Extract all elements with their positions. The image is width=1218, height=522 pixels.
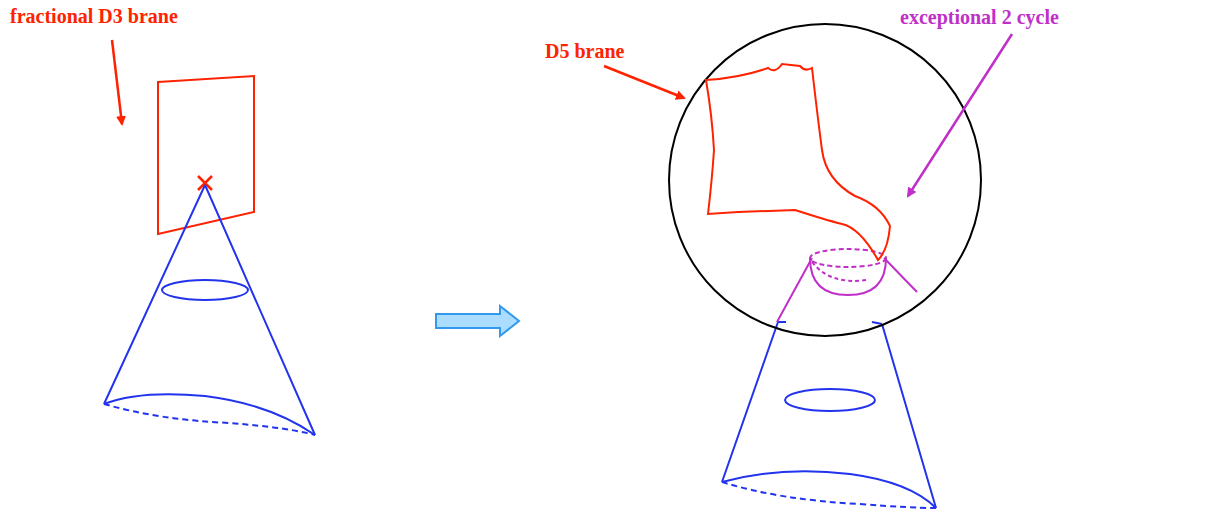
leader-line — [112, 40, 122, 124]
figure-label: exceptional 2 cycle — [900, 6, 1059, 28]
left-cone — [104, 185, 315, 435]
d3-plane — [158, 76, 254, 234]
figure-label: fractional D3 brane — [10, 5, 178, 27]
leader-line — [908, 34, 1012, 196]
figure-label: D5 brane — [545, 40, 624, 62]
leader-line — [604, 66, 684, 98]
exceptional-cycle — [777, 249, 917, 322]
right-cone — [722, 322, 936, 508]
d5-brane — [706, 64, 890, 260]
zoom-circle — [669, 24, 981, 336]
transition-arrow — [436, 306, 519, 336]
